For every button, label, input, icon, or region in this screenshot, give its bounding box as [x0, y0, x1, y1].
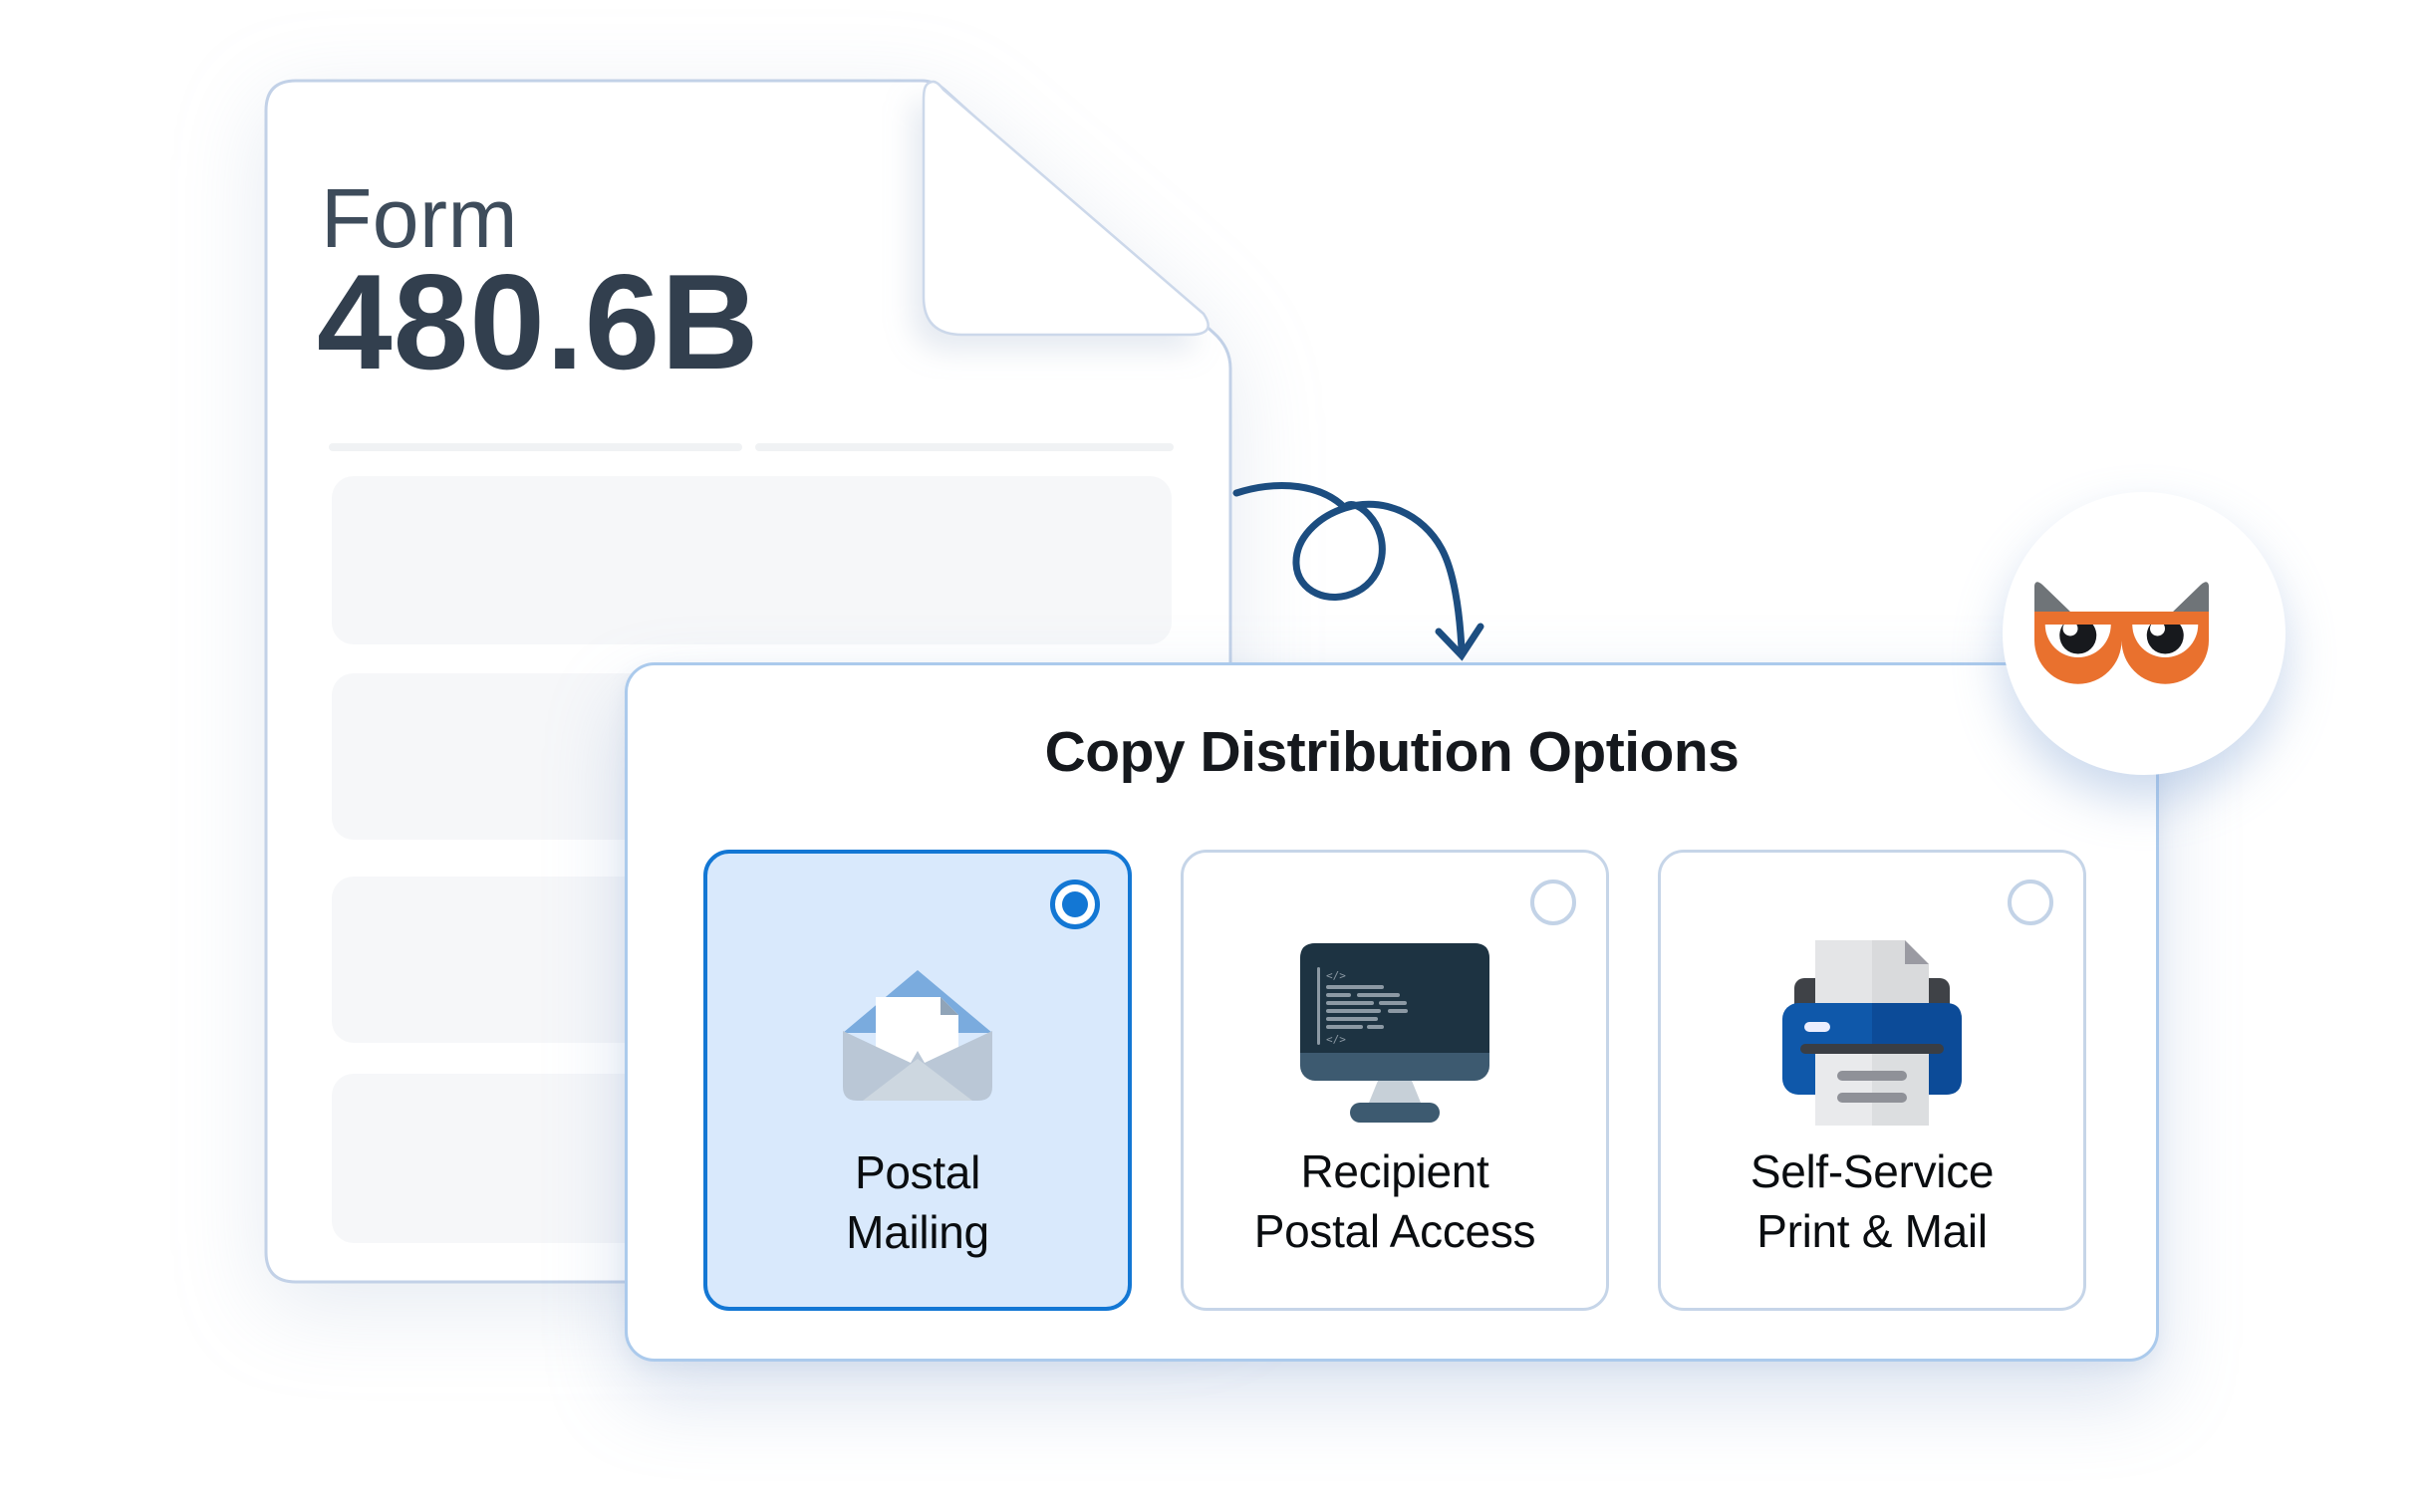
form-number: 480.6B	[317, 246, 760, 397]
option-card-recipient-postal-access[interactable]: </> </> Recipient	[1181, 850, 1609, 1311]
svg-text:</>: </>	[1326, 969, 1346, 982]
option-label-line: Mailing	[846, 1206, 989, 1258]
option-label: Self-Service Print & Mail	[1749, 1141, 1995, 1261]
owl-glasses-icon	[2034, 582, 2209, 684]
envelope-icon	[843, 939, 992, 1129]
owl-right-ear	[2171, 582, 2209, 614]
arrow-head	[1435, 623, 1484, 661]
option-label: Postal Mailing	[846, 1142, 989, 1262]
monitor-code-icon: </> </>	[1300, 938, 1489, 1128]
owl-left-ear	[2034, 582, 2072, 614]
option-card-postal-mailing[interactable]: Postal Mailing	[703, 850, 1132, 1311]
radio-postal-mailing[interactable]	[1050, 880, 1100, 929]
radio-dot	[1062, 891, 1088, 917]
form-title-label: Form	[321, 171, 518, 265]
radio-self-service-print-mail[interactable]	[2008, 880, 2053, 925]
option-label-line: Recipient	[1300, 1145, 1489, 1197]
options-row: Postal Mailing </>	[628, 850, 2156, 1311]
option-label-line: Self-Service	[1749, 1145, 1995, 1197]
folded-corner	[922, 80, 1210, 337]
placeholder-block	[332, 476, 1172, 644]
option-label-line: Print & Mail	[1756, 1205, 1988, 1257]
option-card-self-service-print-mail[interactable]: Self-Service Print & Mail	[1658, 850, 2086, 1311]
arrow-curve	[1232, 482, 1466, 653]
svg-text:</>: </>	[1326, 1033, 1346, 1046]
copy-distribution-panel: Copy Distribution Options Postal Mai	[625, 662, 2159, 1362]
owl-mascot-badge	[2003, 492, 2286, 775]
option-label-line: Postal Access	[1253, 1205, 1536, 1257]
option-label: Recipient Postal Access	[1253, 1141, 1536, 1261]
form-placeholder-lines	[329, 443, 1174, 451]
printer-icon	[1782, 938, 1962, 1128]
radio-recipient-postal-access[interactable]	[1530, 880, 1576, 925]
option-label-line: Postal	[854, 1146, 981, 1198]
panel-title: Copy Distribution Options	[1044, 720, 1740, 784]
